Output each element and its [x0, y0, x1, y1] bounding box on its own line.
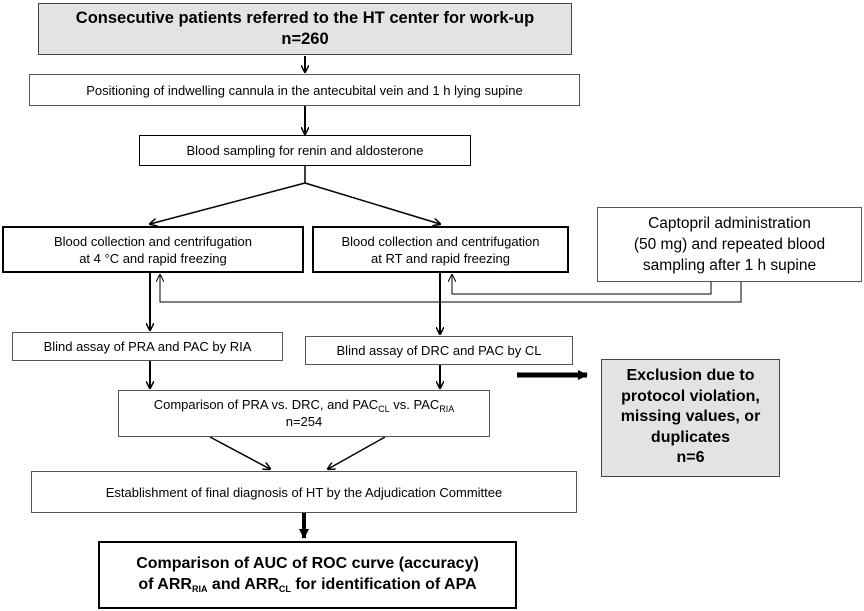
diagnosis-box: Establishment of final diagnosis of HT b…	[31, 471, 577, 513]
captopril-box: Captopril administration (50 mg) and rep…	[597, 207, 862, 282]
referred-patients-count: n=260	[281, 30, 329, 48]
comparison-mid: vs. PAC	[389, 397, 440, 412]
assay-cl-box: Blind assay of DRC and PAC by CL	[305, 336, 573, 365]
auc-line2: of ARRRIA and ARRCL for identification o…	[100, 574, 515, 595]
arrow-split-right	[304, 182, 440, 224]
referred-patients-box: Consecutive patients referred to the HT …	[38, 3, 572, 55]
collection-rt-line1: Blood collection and centrifugation	[341, 234, 540, 249]
comparison-sub-cl: CL	[378, 404, 390, 414]
collection-4c-box: Blood collection and centrifugation at 4…	[2, 226, 304, 273]
auc-sub-cl: CL	[278, 584, 291, 594]
auc-p1: of ARR	[138, 576, 192, 593]
auc-line1: Comparison of AUC of ROC curve (accuracy…	[136, 555, 479, 572]
comparison-text: Comparison of PRA vs. DRC, and PACCL vs.…	[119, 396, 489, 414]
arrow-comparison-to-diagnosis-right	[328, 436, 386, 469]
assay-ria-text: Blind assay of PRA and PAC by RIA	[43, 339, 252, 354]
auc-p3: for identification of APA	[290, 576, 477, 593]
exclusion-line1: Exclusion due to	[626, 367, 755, 384]
captopril-line3: sampling after 1 h supine	[642, 257, 817, 274]
captopril-line1: Captopril administration	[648, 215, 811, 232]
captopril-line2: (50 mg) and repeated blood	[633, 236, 826, 253]
sampling-box: Blood sampling for renin and aldosterone	[139, 135, 471, 166]
comparison-prefix: Comparison of PRA vs. DRC, and PAC	[153, 397, 379, 412]
exclusion-box: Exclusion due to protocol violation, mis…	[601, 359, 780, 477]
collection-4c-line1: Blood collection and centrifugation	[53, 234, 253, 249]
exclusion-count: n=6	[676, 449, 705, 466]
collection-4c-line2: at 4 °C and rapid freezing	[79, 251, 227, 266]
arrow-split-left	[150, 182, 306, 224]
auc-p2: and ARR	[207, 576, 279, 593]
sampling-text: Blood sampling for renin and aldosterone	[186, 143, 424, 158]
assay-cl-text: Blind assay of DRC and PAC by CL	[336, 343, 542, 358]
cannula-box: Positioning of indwelling cannula in the…	[29, 74, 580, 106]
comparison-sub-ria: RIA	[439, 404, 455, 414]
assay-ria-box: Blind assay of PRA and PAC by RIA	[12, 332, 283, 361]
cannula-text: Positioning of indwelling cannula in the…	[86, 83, 523, 98]
connector-captopril-to-4c	[160, 275, 742, 303]
arrow-comparison-to-diagnosis-left	[209, 436, 270, 469]
collection-rt-line2: at RT and rapid freezing	[371, 251, 510, 266]
comparison-count: n=254	[285, 414, 323, 429]
collection-rt-box: Blood collection and centrifugation at R…	[312, 226, 569, 273]
diagnosis-text: Establishment of final diagnosis of HT b…	[105, 485, 503, 500]
exclusion-line4: duplicates	[650, 428, 731, 446]
referred-patients-text: Consecutive patients referred to the HT …	[75, 9, 535, 27]
exclusion-line2: protocol violation,	[621, 387, 760, 405]
auc-box: Comparison of AUC of ROC curve (accuracy…	[98, 541, 517, 609]
comparison-box: Comparison of PRA vs. DRC, and PACCL vs.…	[118, 390, 490, 437]
exclusion-line3: missing values, or	[620, 408, 761, 425]
connector-captopril-to-rt	[452, 275, 712, 295]
auc-sub-ria: RIA	[191, 584, 208, 594]
